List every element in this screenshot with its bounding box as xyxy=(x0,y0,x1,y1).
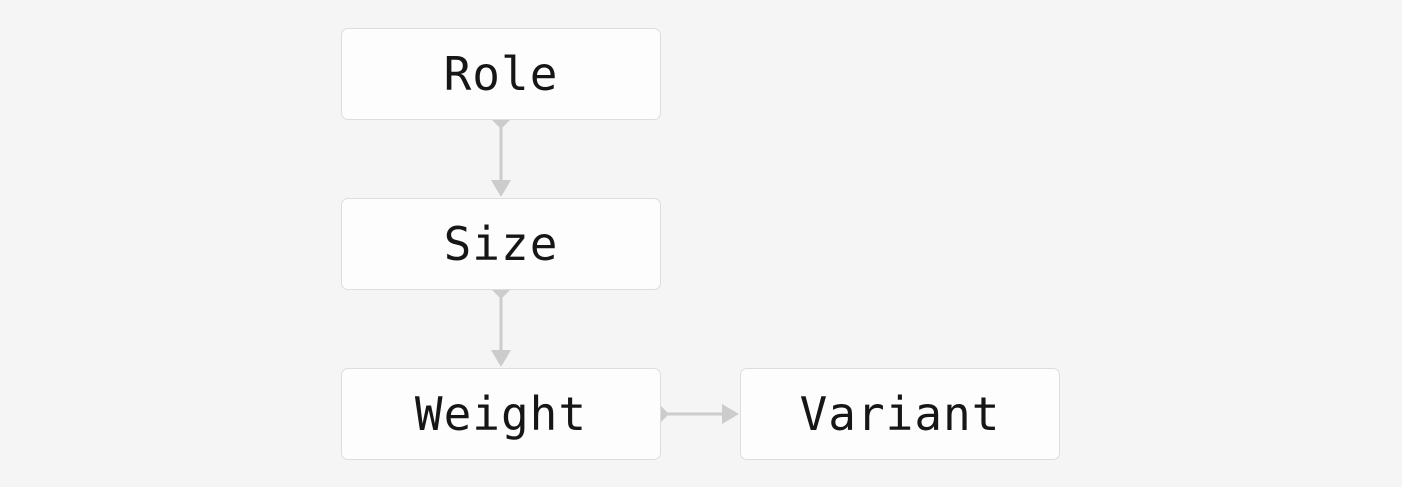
edge-role-size xyxy=(491,111,511,197)
arrowhead-icon xyxy=(491,350,511,367)
node-label: Variant xyxy=(799,387,1001,441)
node-label: Role xyxy=(443,47,559,101)
node-label: Size xyxy=(443,217,559,271)
node-variant: Variant xyxy=(740,368,1060,460)
node-size: Size xyxy=(341,198,661,290)
edge-weight-variant xyxy=(651,404,739,424)
node-label: Weight xyxy=(414,387,588,441)
edge-size-weight xyxy=(491,281,511,367)
arrowhead-icon xyxy=(491,180,511,197)
node-role: Role xyxy=(341,28,661,120)
arrowhead-icon xyxy=(722,404,739,424)
node-weight: Weight xyxy=(341,368,661,460)
